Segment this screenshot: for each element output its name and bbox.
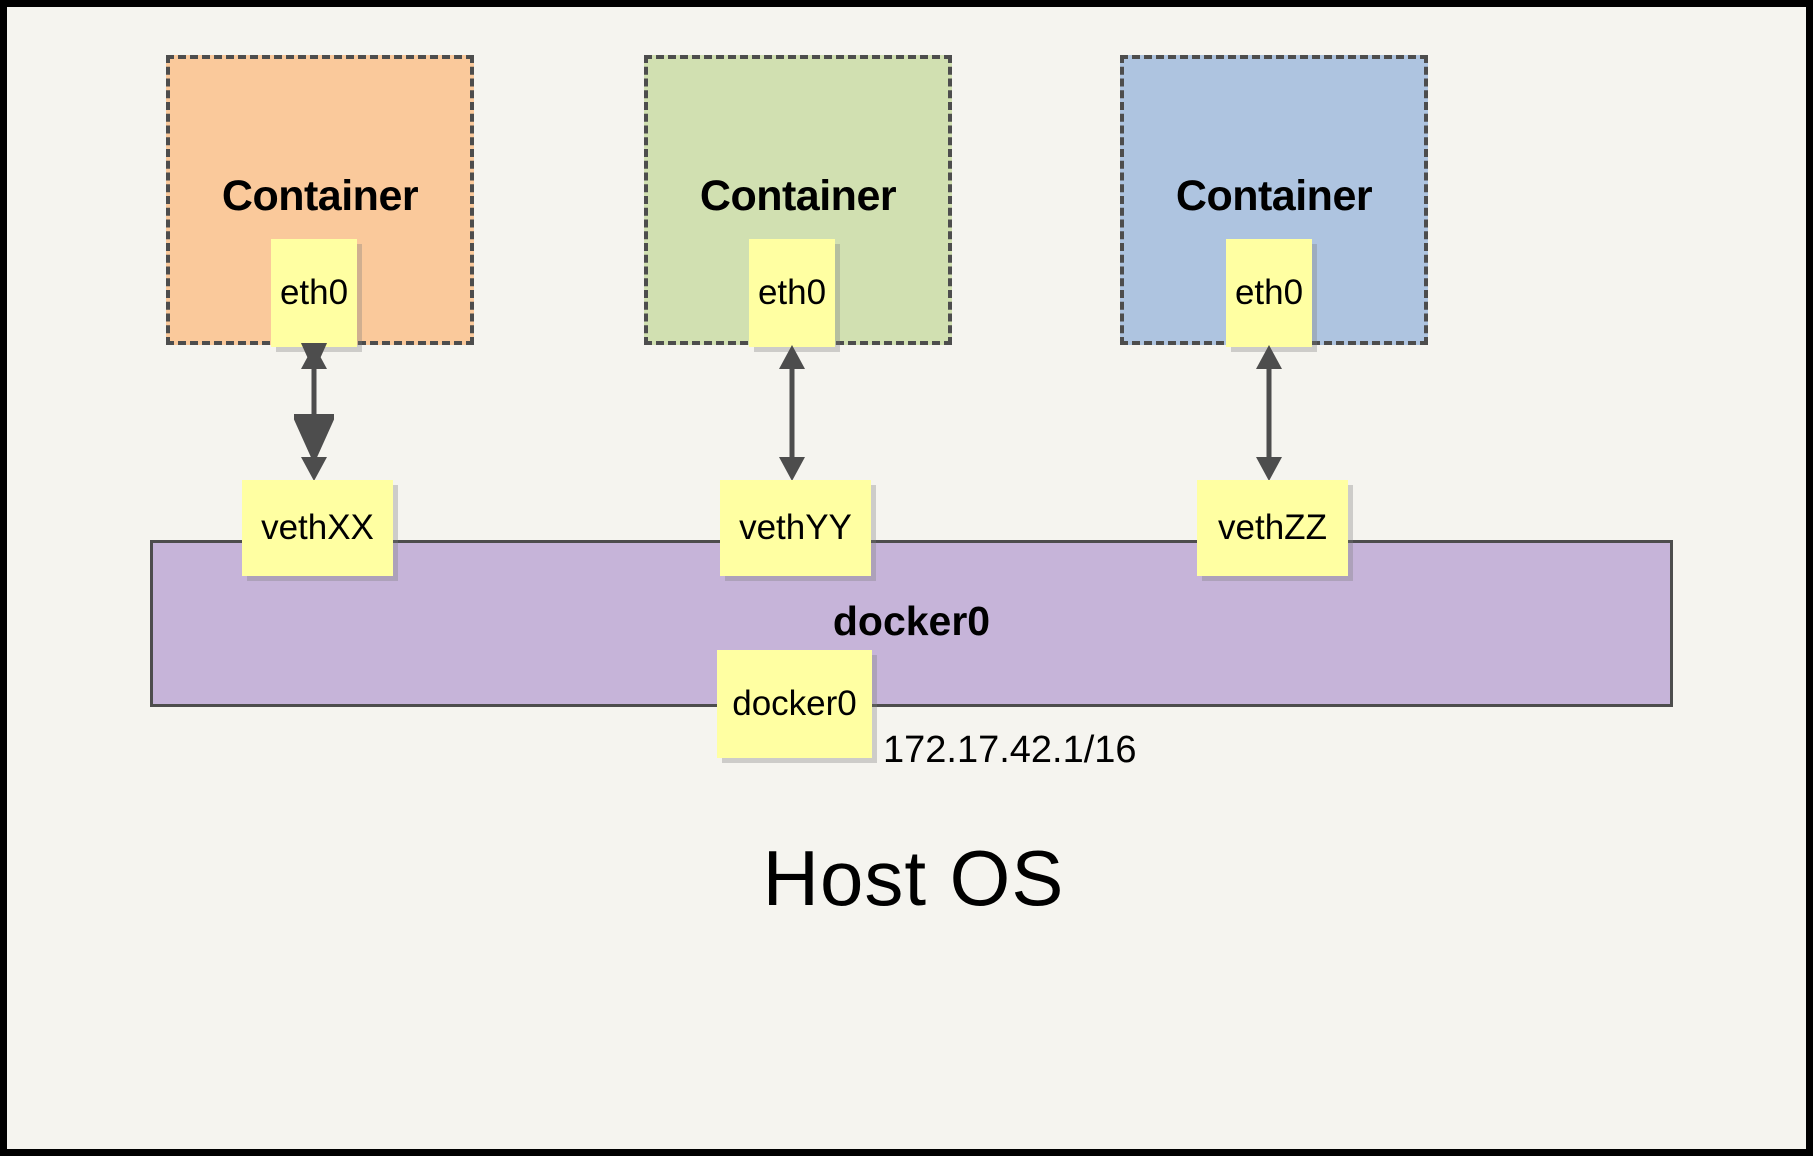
veth-link-arrow-1 [294,343,334,481]
container-eth0-label-1: eth0 [279,273,349,312]
docker0-bridge[interactable] [150,540,1673,707]
container-eth0-1[interactable]: eth0 [271,239,357,347]
container-eth0-2[interactable]: eth0 [749,239,835,347]
docker0-interface-label: docker0 [732,684,857,723]
veth-interface-1[interactable]: vethXX [242,480,393,576]
container-title-1: Container [221,172,419,220]
veth-link-arrow-2 [779,345,805,481]
docker0-interface-note[interactable]: docker0 [717,650,872,758]
veth-interface-3[interactable]: vethZZ [1197,480,1348,576]
docker0-ip-label: 172.17.42.1/16 [883,729,1137,771]
veth-interface-2[interactable]: vethYY [720,480,871,576]
container-eth0-label-3: eth0 [1234,273,1304,312]
container-eth0-3[interactable]: eth0 [1226,239,1312,347]
container-title-3: Container [1175,172,1373,220]
docker0-bridge-title: docker0 [832,598,991,644]
veth-interface-label-3: vethZZ [1218,508,1327,547]
container-title-2: Container [699,172,897,220]
veth-link-arrow-3 [1256,345,1282,481]
veth-interface-label-1: vethXX [261,508,374,547]
container-eth0-label-2: eth0 [757,273,827,312]
host-os-label: Host OS [762,834,1065,922]
veth-interface-label-2: vethYY [739,508,852,547]
